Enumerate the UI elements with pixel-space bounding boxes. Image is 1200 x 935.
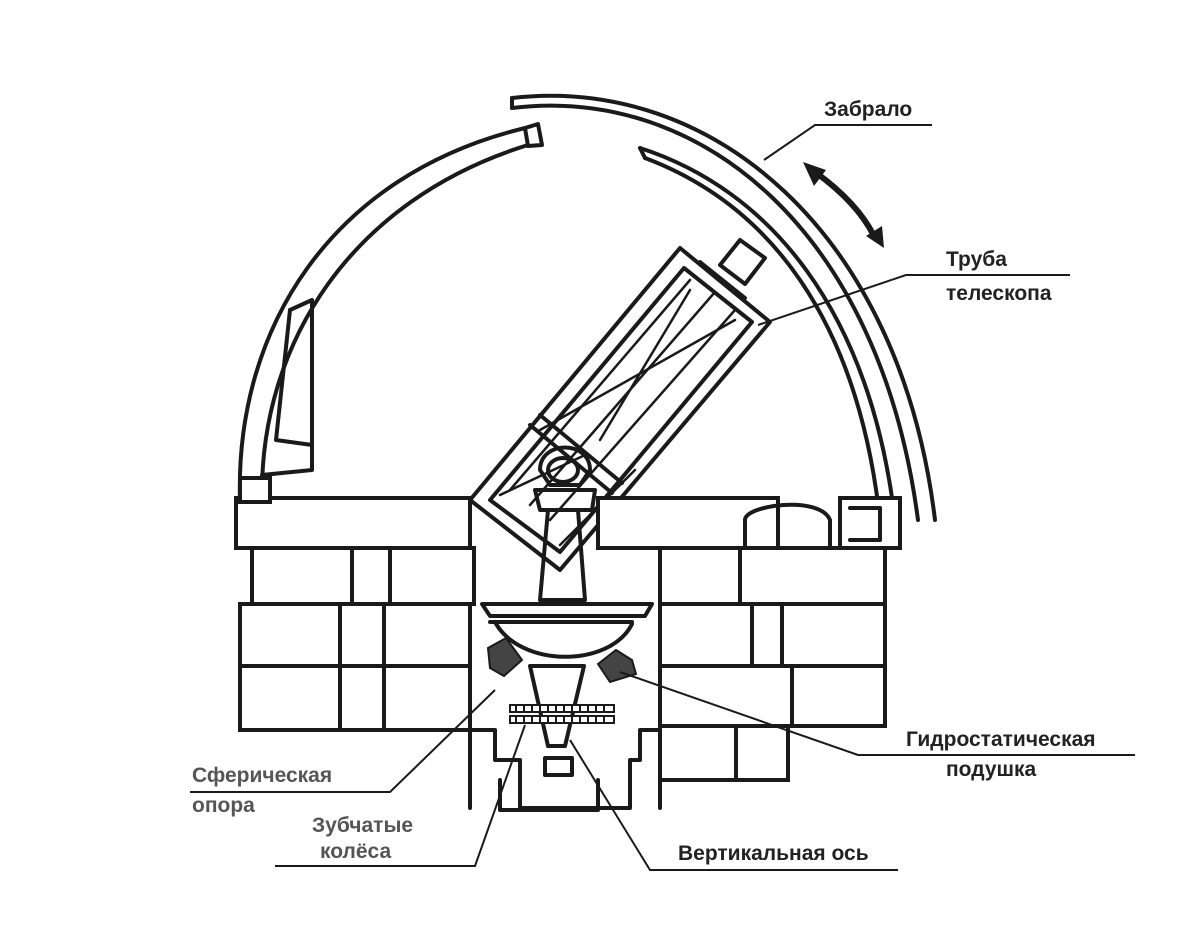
label-hydro-line1: Гидростатическая (906, 728, 1096, 751)
masonry-left (238, 546, 476, 810)
label-sphere-line2: опора (192, 794, 255, 817)
label-gears-line2: колёса (320, 840, 391, 863)
dome (237, 122, 544, 502)
label-tube-line1: Труба (946, 248, 1007, 271)
leader-lines (190, 124, 1135, 871)
label-shutter: Забрало (824, 98, 912, 121)
observation-floor (234, 476, 902, 600)
dome-shutter (510, 93, 937, 522)
shutter-motion-arrow (803, 162, 884, 248)
label-tube-line2: телескопа (946, 282, 1052, 305)
gear-wheels (509, 704, 615, 724)
telescope-fork-mount (533, 445, 597, 602)
label-vertical-axis: Вертикальная ось (678, 842, 869, 865)
spherical-bearing (480, 602, 654, 659)
masonry-right (658, 546, 887, 810)
label-gears-line1: Зубчатые (312, 814, 413, 837)
label-hydro-line2: подушка (946, 758, 1037, 781)
label-sphere-line1: Сферическая (192, 764, 332, 787)
